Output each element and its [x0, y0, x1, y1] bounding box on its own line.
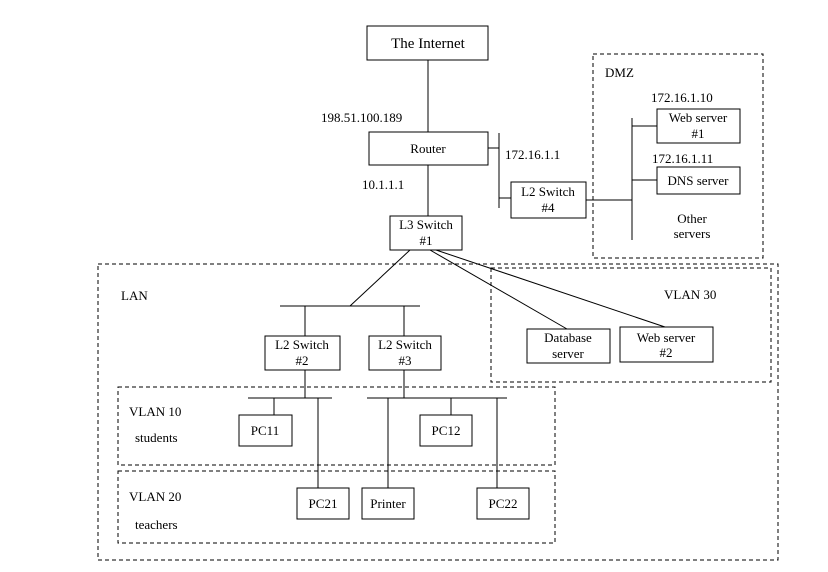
l2-switch-4-node: L2 Switch #4 [510, 181, 587, 219]
web-server-1-node: Web server #1 [656, 108, 741, 144]
pc11-label: PC11 [251, 423, 279, 438]
pc12-node: PC12 [419, 414, 473, 447]
router-dmz-address: 172.16.1.1 [505, 147, 560, 162]
l2-switch-4-number: #4 [542, 200, 556, 215]
printer-node: Printer [361, 487, 415, 520]
pc21-node: PC21 [296, 487, 350, 520]
lan-label: LAN [121, 288, 148, 303]
vlan10-zone [117, 386, 556, 466]
vlan20-zone [117, 470, 556, 544]
l3-switch-1-node: L3 Switch #1 [389, 215, 463, 251]
database-server-node: Database server [526, 328, 611, 364]
web-server-1-number: #1 [692, 126, 705, 141]
connections [248, 60, 666, 488]
pc11-node: PC11 [238, 414, 293, 447]
web-server-2-number: #2 [660, 345, 673, 360]
l2-switch-4-label: L2 Switch [521, 184, 575, 199]
dns-server-label: DNS server [667, 173, 729, 188]
l2-switch-2-node: L2 Switch #2 [264, 335, 341, 371]
pc21-label: PC21 [309, 496, 338, 511]
dns-server-address: 172.16.1.11 [652, 151, 713, 166]
internet-node: The Internet [366, 25, 489, 61]
web-server-1-address: 172.16.1.10 [651, 90, 713, 105]
vlan20-label: VLAN 20 [129, 489, 181, 504]
vlan30-zone [490, 267, 772, 383]
l2-switch-2-label: L2 Switch [275, 337, 329, 352]
web-server-1-label: Web server [669, 110, 728, 125]
l3-switch-1-label: L3 Switch [399, 217, 453, 232]
dmz-label: DMZ [605, 65, 634, 80]
printer-label: Printer [370, 496, 406, 511]
other-servers-node: Other servers [674, 211, 711, 241]
pc22-node: PC22 [476, 487, 530, 520]
l2-switch-2-number: #2 [296, 353, 309, 368]
router-wan-address: 198.51.100.189 [321, 110, 402, 125]
vlan30-label: VLAN 30 [664, 287, 716, 302]
vlan20-sublabel: teachers [135, 517, 178, 532]
l2-switch-3-label: L2 Switch [378, 337, 432, 352]
web-server-2-label: Web server [637, 330, 696, 345]
vlan10-label: VLAN 10 [129, 404, 181, 419]
database-server-label: Database [544, 330, 592, 345]
pc12-label: PC12 [432, 423, 461, 438]
router-node: Router [368, 131, 489, 166]
l2-switch-3-node: L2 Switch #3 [368, 335, 442, 371]
database-server-label-2: server [552, 346, 584, 361]
dns-server-node: DNS server [656, 166, 741, 195]
router-label: Router [410, 141, 446, 156]
other-servers-label: Other [677, 211, 707, 226]
web-server-2-node: Web server #2 [619, 326, 714, 363]
l2-switch-3-number: #3 [399, 353, 412, 368]
vlan10-sublabel: students [135, 430, 178, 445]
router-lan-address: 10.1.1.1 [362, 177, 404, 192]
pc22-label: PC22 [489, 496, 518, 511]
dmz-zone [592, 53, 764, 259]
l3-switch-1-number: #1 [420, 233, 433, 248]
other-servers-label-2: servers [674, 226, 711, 241]
internet-label: The Internet [391, 36, 466, 52]
lan-zone [97, 263, 779, 561]
